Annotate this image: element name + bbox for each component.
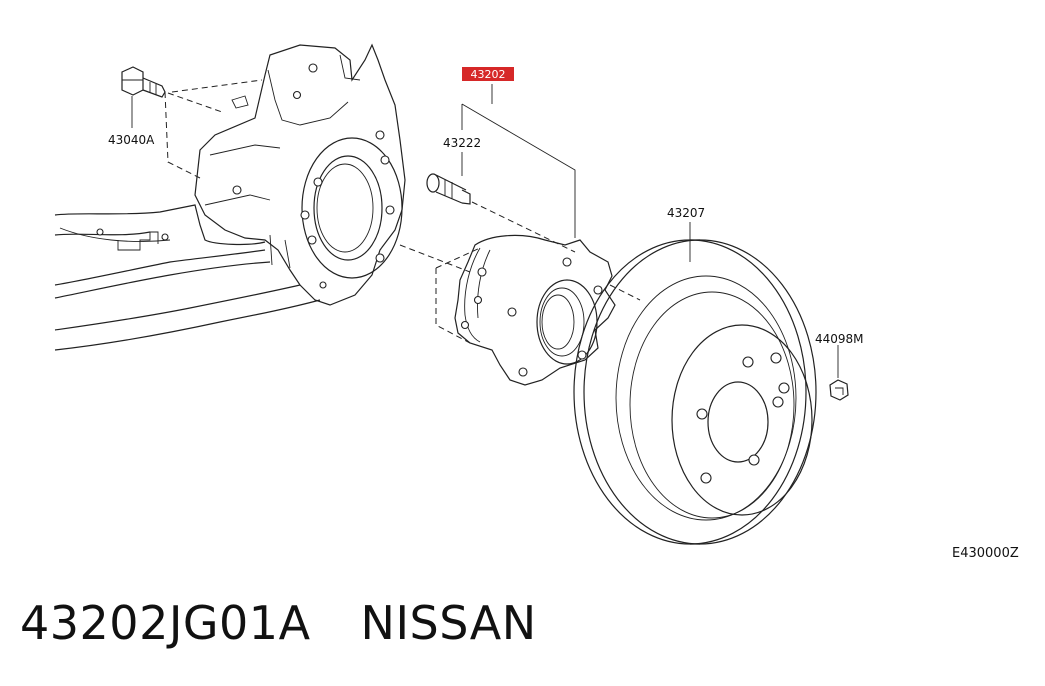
axle-beam-drawing: [54, 43, 406, 351]
hub-bolt-drawing: [426, 152, 576, 253]
highlight-box: [462, 67, 514, 81]
figure-code: E430000Z: [952, 546, 1019, 561]
callout-43222: 43222: [443, 136, 481, 150]
hub-assembly-drawing: [399, 84, 641, 386]
nut-drawing: [829, 345, 849, 401]
callout-43202: 43202: [471, 68, 506, 81]
brand-name: NISSAN: [360, 596, 537, 650]
callout-43040a: 43040A: [108, 133, 155, 147]
callout-44098m: 44098M: [815, 332, 864, 346]
part-number: 43202JG01A: [20, 596, 311, 650]
knuckle-bolt-drawing: [121, 66, 263, 179]
brake-rotor-drawing: [573, 222, 817, 545]
callout-43207: 43207: [667, 206, 705, 220]
part-caption: 43202JG01A NISSAN: [20, 596, 537, 650]
